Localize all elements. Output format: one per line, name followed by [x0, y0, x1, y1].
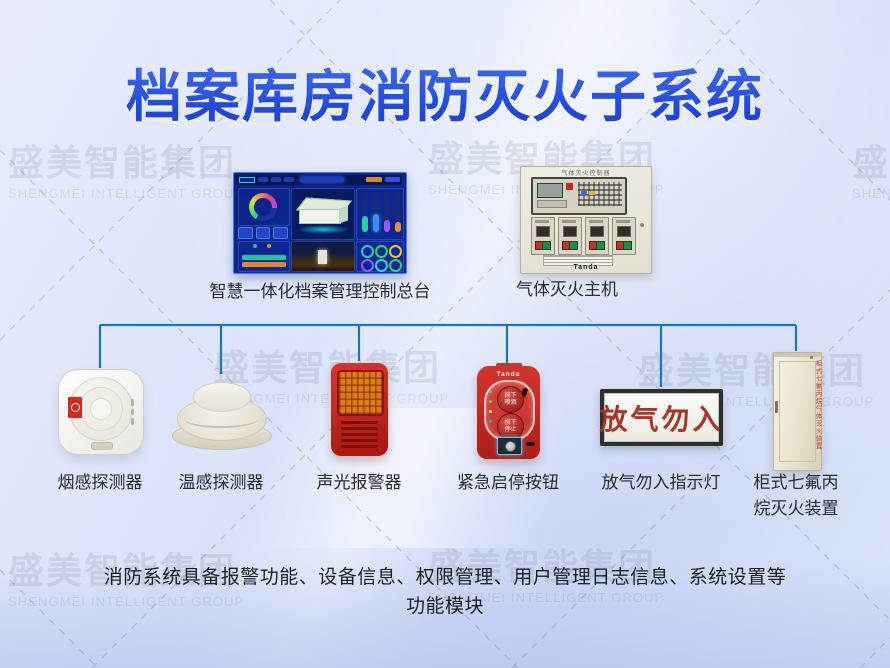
- vent-slots: [131, 399, 135, 426]
- legend-dot-orange: [267, 244, 271, 248]
- cabinet-extinguisher-device: 柜式七氟丙烷气体灭火装置: [773, 352, 822, 471]
- cabinet-top-edge: [774, 353, 821, 357]
- heat-detector-device: [171, 376, 272, 450]
- background-wave: [0, 408, 890, 548]
- label-strip: [537, 200, 567, 208]
- watermark-zh: 盛美智能集团: [8, 142, 237, 183]
- cabinet-door: [779, 361, 816, 462]
- detector-cap: [193, 382, 251, 412]
- transparent-cover: 按下喷洒 按下停止: [484, 380, 535, 441]
- building-glow: [297, 225, 349, 234]
- gauge-ring: [249, 193, 277, 221]
- console-ring-icons: [356, 241, 404, 272]
- speaker-grille: [341, 421, 378, 451]
- cabinet-door-label: 柜式七氟丙烷气体灭火装置: [814, 360, 821, 450]
- console-topbar: [236, 175, 402, 185]
- console-city-photo: [291, 241, 355, 272]
- cabinet-vent-dot: [810, 356, 813, 359]
- smoke-detector-device: [58, 369, 144, 455]
- bar: [362, 194, 368, 232]
- stop-button: 按下停止: [497, 413, 524, 440]
- footer-note-line2: 功能模块: [405, 596, 484, 617]
- heat-caption: 温感探测器: [178, 473, 264, 492]
- estop-caption: 紧急启停按钮: [457, 473, 559, 492]
- zone-module: [558, 217, 582, 255]
- city-tower: [318, 250, 327, 264]
- cabinet-caption: 柜式七氟丙烷灭火装置: [753, 473, 839, 518]
- blue-key: [581, 191, 587, 195]
- smoke-caption: 烟感探测器: [57, 473, 143, 492]
- chart-band-teal: [242, 255, 286, 260]
- alarm-caption: 声光报警器: [316, 473, 402, 492]
- detector-ring-mid: [79, 387, 123, 431]
- detector-ring-inner: [90, 398, 112, 420]
- top-tab: [496, 363, 522, 369]
- detector-ridge: [184, 410, 258, 428]
- notch: [526, 442, 535, 446]
- footer-note-line1: 消防系统具备报警功能、设备信息、权限管理、用户管理日志信息、系统设置等: [103, 567, 787, 588]
- key-lock: [497, 437, 522, 455]
- zone-module: [531, 217, 555, 255]
- host-caption: 气体灭火主机: [516, 280, 618, 299]
- strobe-lens: [337, 370, 384, 416]
- console-3d-building: [291, 188, 355, 240]
- spray-button: 按下喷洒: [497, 386, 524, 413]
- console-gauge-panel: [238, 188, 290, 226]
- console-band-chart: [238, 241, 290, 272]
- zone-module: [585, 217, 609, 255]
- host-control-panel: [531, 177, 627, 215]
- building-side: [339, 205, 348, 224]
- console-stat-cards: [238, 226, 289, 239]
- sign-caption: 放气勿入指示灯: [601, 473, 721, 492]
- bar: [373, 194, 379, 232]
- zone-module: [612, 217, 636, 255]
- host-panel-title: 气体灭火控制器: [561, 171, 611, 177]
- gas-release-sign-device: 放气勿入: [600, 389, 723, 446]
- watermark-en: SHENGMEI INTELLIGENT GROUP: [8, 186, 245, 201]
- building-front: [299, 209, 341, 224]
- cabinet-handle: [775, 401, 778, 413]
- gas-host-device: 气体灭火控制器 Tanda: [520, 166, 652, 274]
- status-leds: [489, 390, 493, 430]
- sign-text: 放气勿入: [599, 403, 724, 435]
- page-title: 档案库房消防灭火子系统: [0, 52, 890, 133]
- brand-label: Tanda: [496, 371, 521, 378]
- lcd-screen: [537, 183, 563, 198]
- sign-face: 放气勿入: [600, 393, 721, 442]
- legend-dot-teal: [253, 244, 257, 248]
- emergency-button-device: Tanda 按下喷洒 按下停止: [477, 363, 540, 459]
- keyhole: [505, 441, 516, 452]
- door-hinge: [640, 223, 644, 227]
- brand-label: Tanda: [573, 264, 599, 271]
- console-caption: 智慧一体化档案管理控制总台: [209, 282, 431, 301]
- watermark: 盛美智能集团 SHENGMEI INTELLIGENT GROUP: [8, 142, 245, 202]
- sound-light-alarm-device: [331, 363, 388, 456]
- console-bar-chart: [356, 188, 404, 240]
- bar: [384, 194, 390, 232]
- label-seal: [71, 403, 80, 412]
- console-screen: [233, 172, 407, 274]
- red-label: [68, 397, 82, 418]
- indicator-window: [91, 442, 113, 450]
- chart-band-orange: [242, 262, 286, 267]
- yellow-key: [589, 191, 595, 195]
- bar: [395, 194, 401, 232]
- warning-label: [543, 255, 613, 266]
- alarm-indicator: [566, 183, 573, 190]
- watermark: 盛美智能集团 SHENGMEI INTELLIGENT GROUP: [852, 142, 890, 202]
- background-bottom-tint: [0, 558, 890, 668]
